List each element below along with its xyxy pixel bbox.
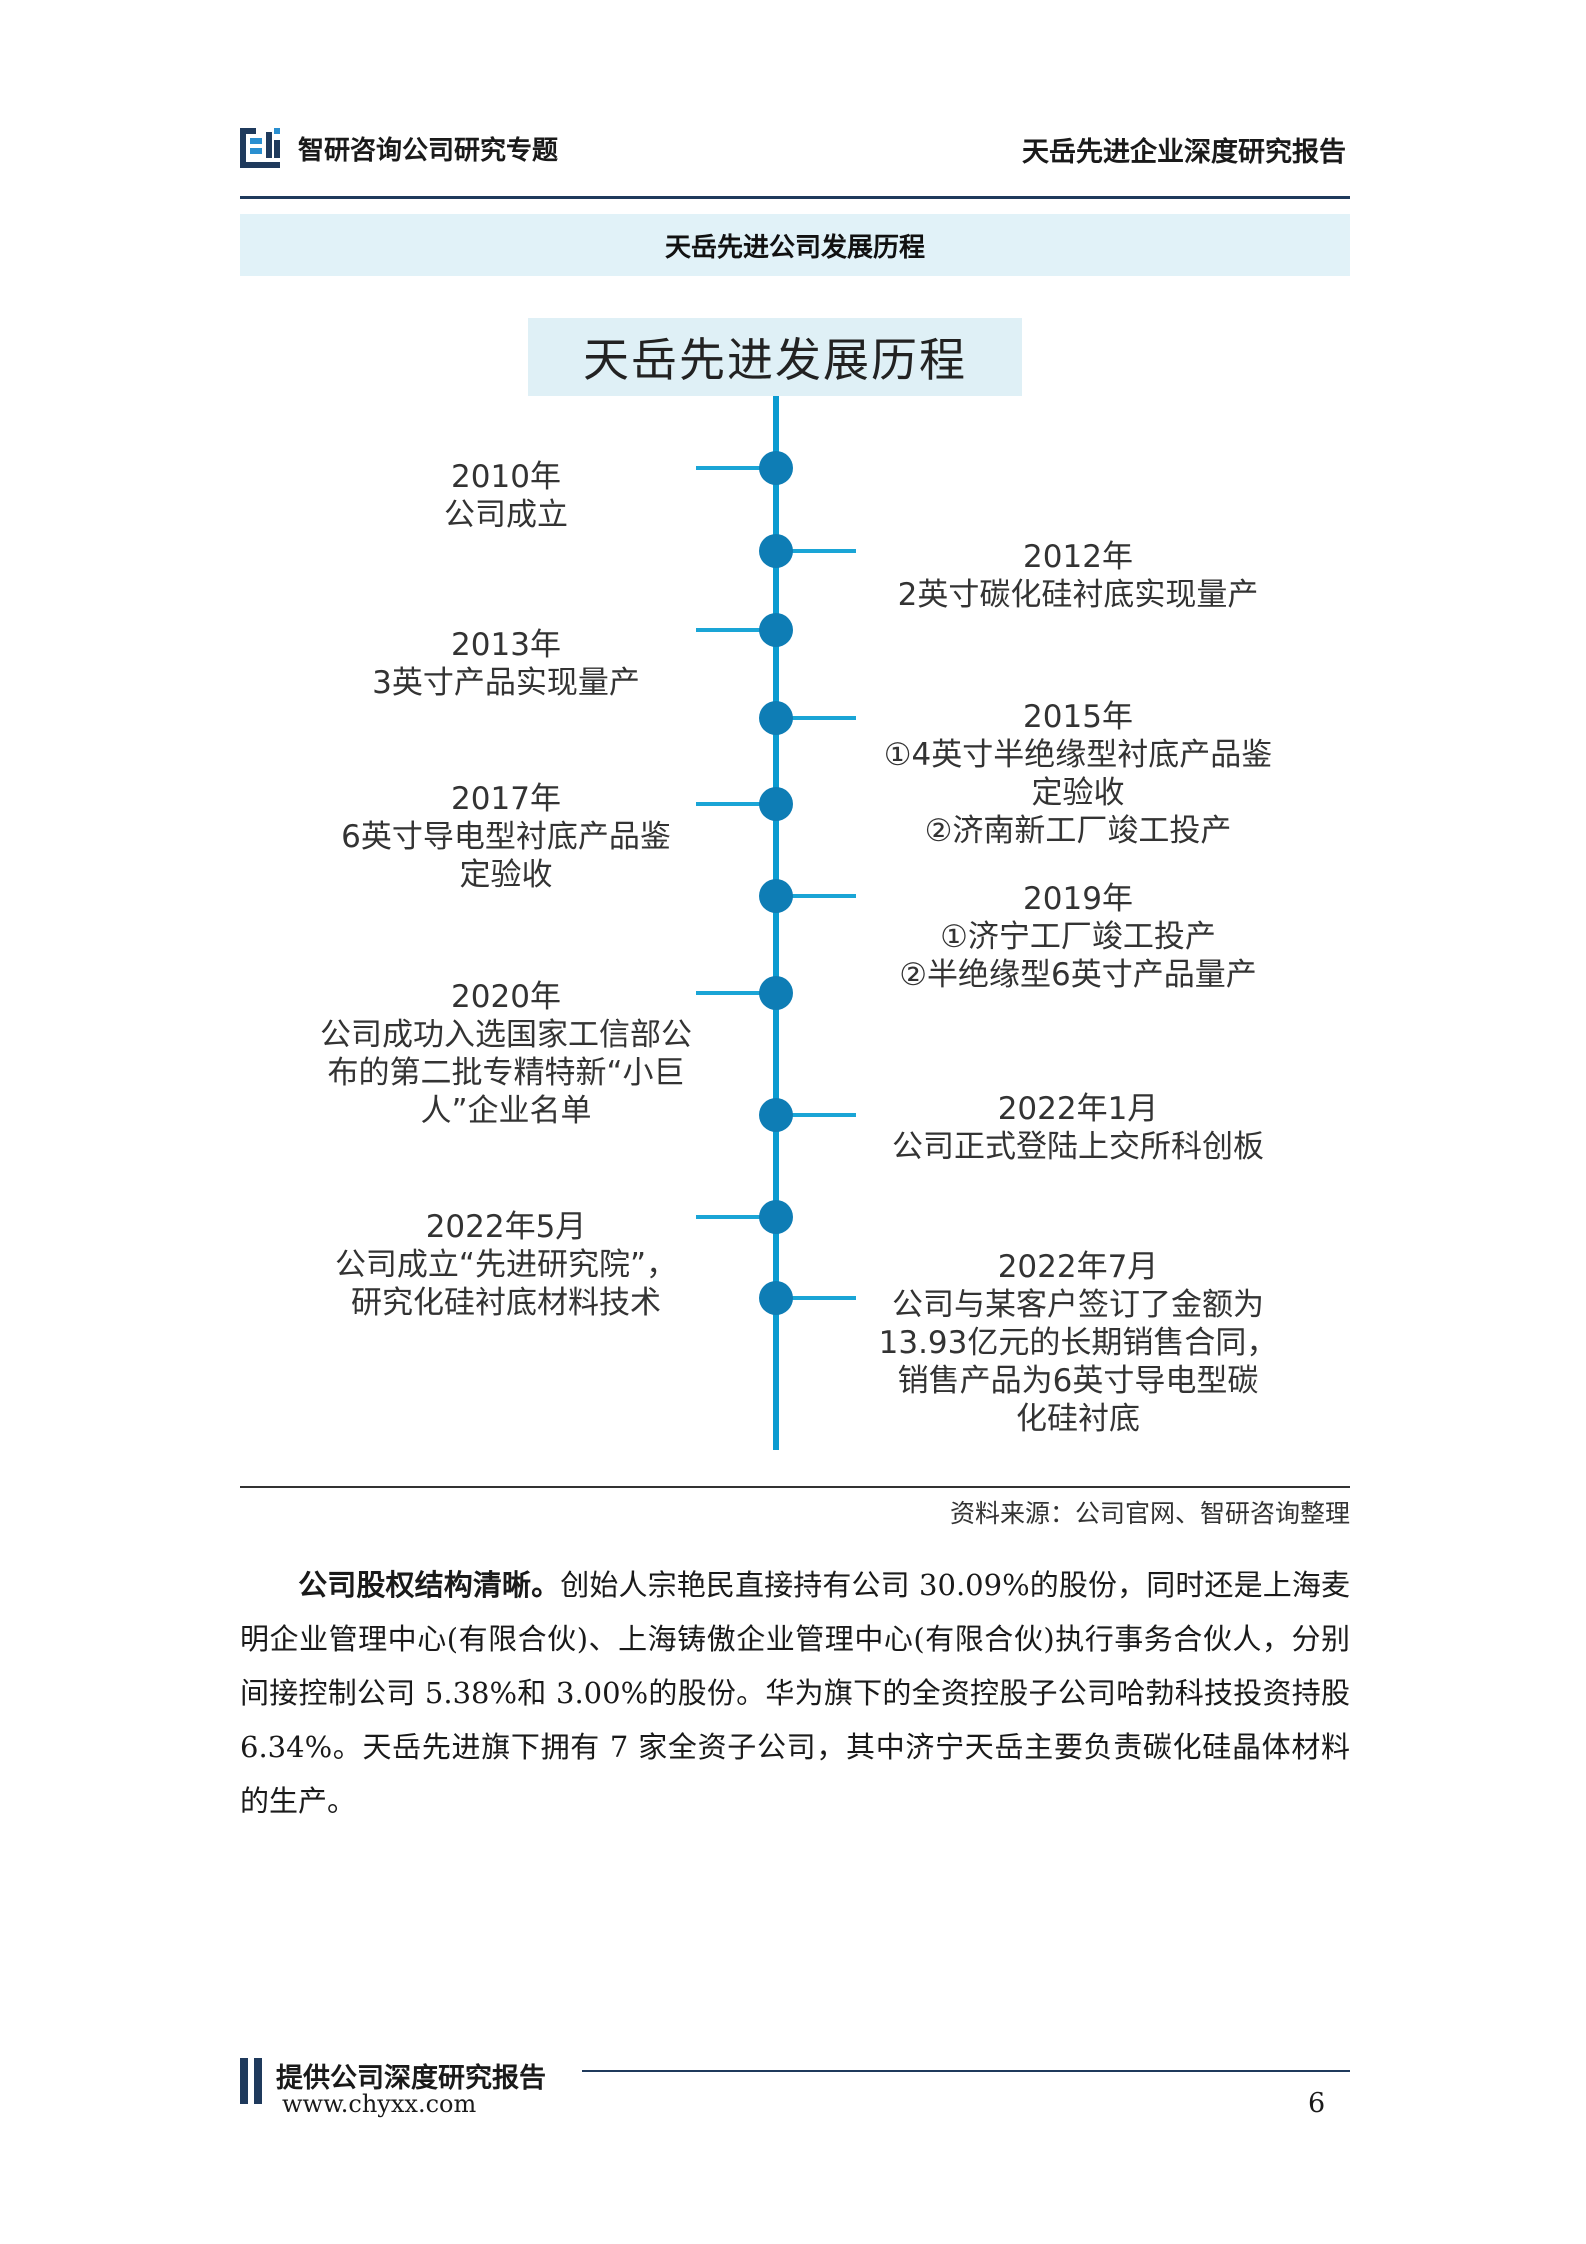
timeline-event: 2020年公司成功入选国家工信部公 布的第二批专精特新“小巨 人”企业名单	[296, 978, 716, 1130]
event-text: 3英寸产品实现量产	[372, 665, 640, 701]
event-year: 2012年	[1023, 539, 1133, 575]
footer-bar-icon	[240, 2058, 248, 2104]
event-year: 2022年7月	[997, 1249, 1159, 1285]
event-text: 公司成功入选国家工信部公 布的第二批专精特新“小巨 人”企业名单	[320, 1017, 692, 1129]
timeline-node	[759, 1281, 793, 1315]
page-number: 6	[1308, 2088, 1326, 2119]
event-year: 2022年5月	[425, 1209, 587, 1245]
event-text: ①4英寸半绝缘型衬底产品鉴 定验收 ②济南新工厂竣工投产	[883, 737, 1273, 849]
timeline-node	[759, 879, 793, 913]
footer-url: www.chyxx.com	[282, 2090, 477, 2118]
timeline-node	[759, 613, 793, 647]
timeline-branch	[696, 628, 776, 632]
timeline-event: 2022年1月公司正式登陆上交所科创板	[868, 1090, 1288, 1166]
header-left-title: 智研咨询公司研究专题	[298, 136, 559, 166]
footer-bar-icon	[254, 2058, 262, 2104]
timeline-branch	[696, 1215, 776, 1219]
event-text: 公司与某客户签订了金额为 13.93亿元的长期销售合同， 销售产品为6英寸导电型…	[878, 1287, 1278, 1437]
event-year: 2022年1月	[997, 1091, 1159, 1127]
timeline-branch	[776, 894, 856, 898]
paragraph-lead: 公司股权结构清晰。	[298, 1568, 561, 1602]
timeline-node	[759, 976, 793, 1010]
timeline-branch	[696, 466, 776, 470]
timeline-node	[759, 701, 793, 735]
timeline-branch	[696, 802, 776, 806]
event-year: 2015年	[1023, 699, 1133, 735]
timeline-event: 2022年5月公司成立“先进研究院”， 研究化硅衬底材料技术	[296, 1208, 716, 1322]
event-text: 公司成立“先进研究院”， 研究化硅衬底材料技术	[334, 1247, 678, 1321]
header-divider	[240, 196, 1350, 199]
timeline-branch	[776, 549, 856, 553]
timeline-branch	[776, 716, 856, 720]
body-paragraph: 公司股权结构清晰。创始人宗艳民直接持有公司 30.09%的股份，同时还是上海麦明…	[240, 1558, 1350, 1828]
footer-title: 提供公司深度研究报告	[276, 2063, 546, 2094]
event-text: 2英寸碳化硅衬底实现量产	[897, 577, 1259, 613]
timeline-title: 天岳先进发展历程	[528, 318, 1022, 396]
event-text: 公司成立	[444, 497, 568, 533]
figure-source: 资料来源：公司官网、智研咨询整理	[949, 1499, 1350, 1528]
timeline-node	[759, 1098, 793, 1132]
event-text: 公司正式登陆上交所科创板	[892, 1129, 1264, 1165]
paragraph-body: 创始人宗艳民直接持有公司 30.09%的股份，同时还是上海麦明企业管理中心(有限…	[240, 1568, 1350, 1818]
event-year: 2020年	[451, 979, 561, 1015]
timeline-node	[759, 534, 793, 568]
event-text: 6英寸导电型衬底产品鉴 定验收	[341, 819, 671, 893]
event-year: 2013年	[451, 627, 561, 663]
timeline-node	[759, 787, 793, 821]
timeline-branch	[696, 991, 776, 995]
timeline-event: 2010年公司成立	[296, 458, 716, 534]
event-year: 2017年	[451, 781, 561, 817]
event-text: ①济宁工厂竣工投产 ②半绝缘型6英寸产品量产	[899, 919, 1257, 993]
figure-caption: 天岳先进公司发展历程	[240, 214, 1350, 276]
timeline-node	[759, 1200, 793, 1234]
figure-bottom-rule	[240, 1486, 1350, 1488]
logo-icon	[240, 128, 280, 168]
timeline-branch	[776, 1296, 856, 1300]
timeline-branch	[776, 1113, 856, 1117]
event-year: 2010年	[451, 459, 561, 495]
timeline-node	[759, 451, 793, 485]
timeline-event: 2022年7月公司与某客户签订了金额为 13.93亿元的长期销售合同， 销售产品…	[868, 1248, 1288, 1438]
footer-divider	[582, 2070, 1350, 2072]
event-year: 2019年	[1023, 881, 1133, 917]
timeline-axis	[773, 396, 779, 1450]
header-right-title: 天岳先进企业深度研究报告	[1022, 137, 1346, 168]
